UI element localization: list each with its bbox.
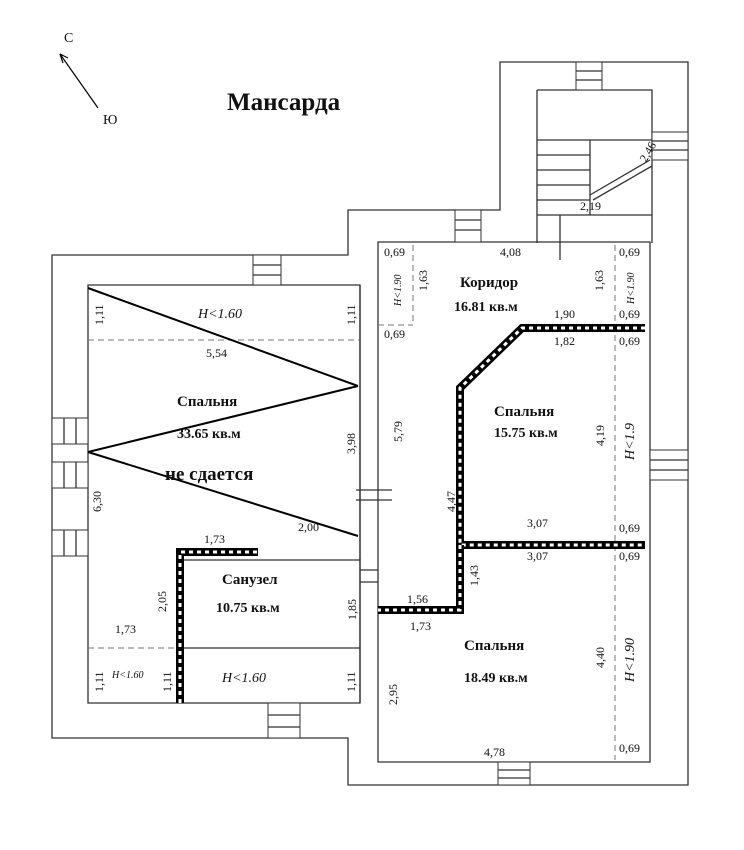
dim-label: 5,79: [391, 421, 405, 442]
dim-label: 4,08: [500, 245, 521, 259]
height-label-bathroom: H<1.60: [221, 671, 266, 686]
dim-label: 0,69: [384, 327, 405, 341]
dim-label: 3,07: [527, 516, 548, 530]
dim-label: 4,40: [593, 647, 607, 668]
dimensions: 2,46 2,19 4,08 0,69 0,69 0,69 0,69 0,69 …: [90, 139, 659, 759]
room-name-bathroom: Санузел: [222, 572, 278, 588]
room-area-bedroom-big: 33.65 кв.м: [177, 427, 241, 442]
bathroom-walls: [180, 559, 361, 703]
dim-label: 1,82: [554, 334, 575, 348]
dim-label: 3,07: [527, 549, 548, 563]
dim-label: 2,05: [155, 591, 169, 612]
dim-label: 2,00: [298, 520, 319, 534]
dim-label: 1,73: [115, 622, 136, 636]
outer-walls: [51, 61, 689, 786]
dim-label: 1,43: [467, 565, 481, 586]
window-top-left: [252, 254, 282, 286]
dim-label: 4,47: [444, 491, 458, 512]
dim-label: 1,63: [592, 270, 606, 291]
dim-label: 6,30: [90, 491, 104, 512]
compass-south-label: Ю: [103, 113, 117, 128]
window-left-3: [51, 529, 89, 557]
height-label-bedroom-low: H<1.90: [623, 638, 638, 683]
dim-label: 2,19: [580, 199, 601, 213]
dim-label: 1,73: [410, 619, 431, 633]
dim-label: 1,11: [92, 671, 106, 692]
dim-label: 5,54: [206, 346, 227, 360]
dim-label: 0,69: [619, 245, 640, 259]
dim-label: 1,63: [416, 270, 430, 291]
room-area-corridor: 16.81 кв.м: [454, 300, 518, 315]
dim-label: 1,90: [554, 307, 575, 321]
dim-label: 1,85: [345, 599, 359, 620]
dim-label: 4,19: [593, 425, 607, 446]
compass: С Ю: [59, 31, 117, 128]
dim-label: 0,69: [384, 245, 405, 259]
windows: [51, 61, 689, 786]
room-area-bathroom: 10.75 кв.м: [216, 601, 280, 616]
dim-label: 0,69: [619, 334, 640, 348]
plan-title: Мансарда: [227, 89, 341, 116]
dim-label: 0,69: [619, 521, 640, 535]
dim-label: 1,11: [344, 671, 358, 692]
window-left-2: [51, 461, 89, 489]
dim-label: 1,11: [92, 304, 106, 325]
height-label-small: H<1.60: [111, 670, 143, 681]
dim-label: 2,95: [386, 684, 400, 705]
dim-label: 0,69: [619, 549, 640, 563]
door-corridor: [356, 489, 392, 583]
window-bottom-left: [267, 702, 301, 739]
dim-label: 0,69: [619, 307, 640, 321]
room-name-bedroom-mid: Спальня: [494, 404, 554, 420]
window-stairs: [454, 209, 482, 243]
room-area-bedroom-mid: 15.75 кв.м: [494, 426, 558, 441]
dim-label: 1,11: [344, 304, 358, 325]
room-name-bedroom-low: Спальня: [464, 638, 524, 654]
window-bottom-right: [497, 761, 531, 786]
window-top-right: [575, 61, 603, 91]
dim-label: 3,98: [344, 433, 358, 454]
not-rented-note: не сдается: [165, 464, 253, 485]
window-right-mid: [649, 449, 689, 481]
dim-label: 1,73: [204, 532, 225, 546]
dim-label: 1,56: [407, 592, 428, 606]
room-name-corridor: Коридор: [460, 275, 518, 291]
height-label-bedroom-mid: H<1.9: [623, 423, 638, 461]
height-label-corridor-left: H<1.90: [393, 275, 404, 307]
room-area-bedroom-low: 18.49 кв.м: [464, 671, 528, 686]
staircase: [537, 139, 653, 260]
window-right-upper: [651, 131, 689, 161]
height-label-top: H<1.60: [197, 307, 242, 322]
dim-label: 0,69: [619, 741, 640, 755]
not-rented-crossout: [87, 287, 359, 537]
height-label-corridor-right: H<1.90: [626, 273, 637, 305]
dim-label: 1,11: [160, 671, 174, 692]
window-left-1: [51, 417, 89, 445]
room-name-bedroom-big: Спальня: [177, 394, 237, 410]
partitions: [176, 324, 645, 703]
compass-north-label: С: [64, 31, 73, 46]
dim-label: 4,78: [484, 745, 505, 759]
